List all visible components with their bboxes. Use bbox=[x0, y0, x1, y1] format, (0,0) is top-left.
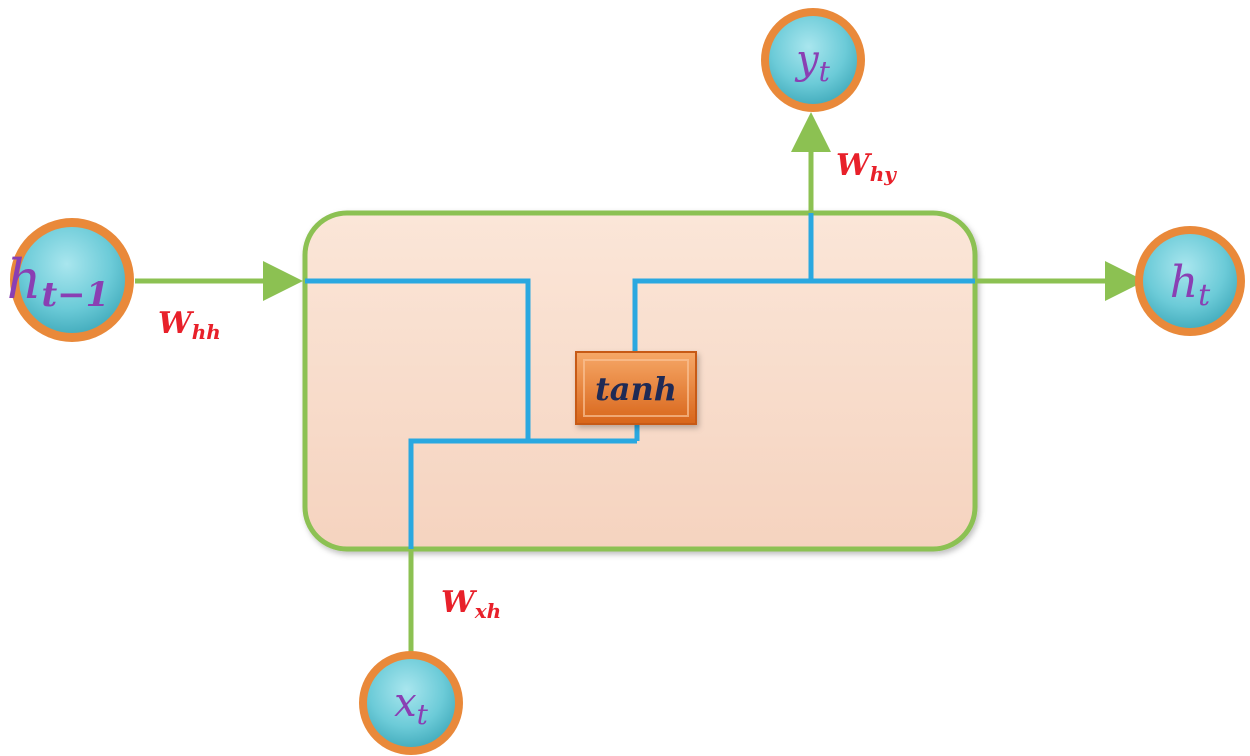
tanh-label: tanh bbox=[595, 370, 677, 408]
weight-w-xh-sub: xh bbox=[474, 599, 501, 623]
node-h-t-sub: t bbox=[1198, 278, 1211, 313]
node-x-t-sub: t bbox=[417, 698, 429, 731]
weight-label-w-xh: Wxh bbox=[441, 585, 501, 623]
node-x-t: xt bbox=[359, 651, 463, 755]
node-h-prev-main: h bbox=[7, 248, 42, 311]
svg-text:ht−1: ht−1 bbox=[7, 248, 110, 315]
weight-w-hh-main: W bbox=[158, 306, 195, 341]
node-h-prev-sub: t−1 bbox=[41, 275, 109, 315]
wire-x-t-path bbox=[408, 438, 528, 549]
svg-text:ht: ht bbox=[1170, 257, 1211, 313]
node-h-prev: ht−1 bbox=[7, 218, 134, 342]
node-y-t-main: y bbox=[794, 37, 820, 83]
weight-label-w-hy: Why bbox=[836, 148, 897, 186]
weight-w-hy-main: W bbox=[836, 148, 873, 183]
node-h-t: ht bbox=[1135, 226, 1245, 336]
weight-w-xh-main: W bbox=[441, 585, 478, 620]
node-h-t-main: h bbox=[1170, 257, 1198, 308]
weight-w-hy-sub: hy bbox=[870, 162, 898, 186]
wire-tanh-out bbox=[632, 278, 975, 352]
node-y-t: yt bbox=[761, 8, 865, 112]
svg-text:xt: xt bbox=[394, 680, 429, 731]
tanh-block bbox=[575, 351, 697, 425]
weight-w-hh-sub: hh bbox=[192, 320, 221, 344]
weight-label-w-hh: Whh bbox=[158, 306, 221, 344]
node-x-t-main: x bbox=[394, 680, 417, 726]
svg-text:yt: yt bbox=[794, 37, 831, 88]
wire-h-prev-path bbox=[305, 278, 637, 444]
node-y-t-sub: t bbox=[819, 55, 831, 88]
